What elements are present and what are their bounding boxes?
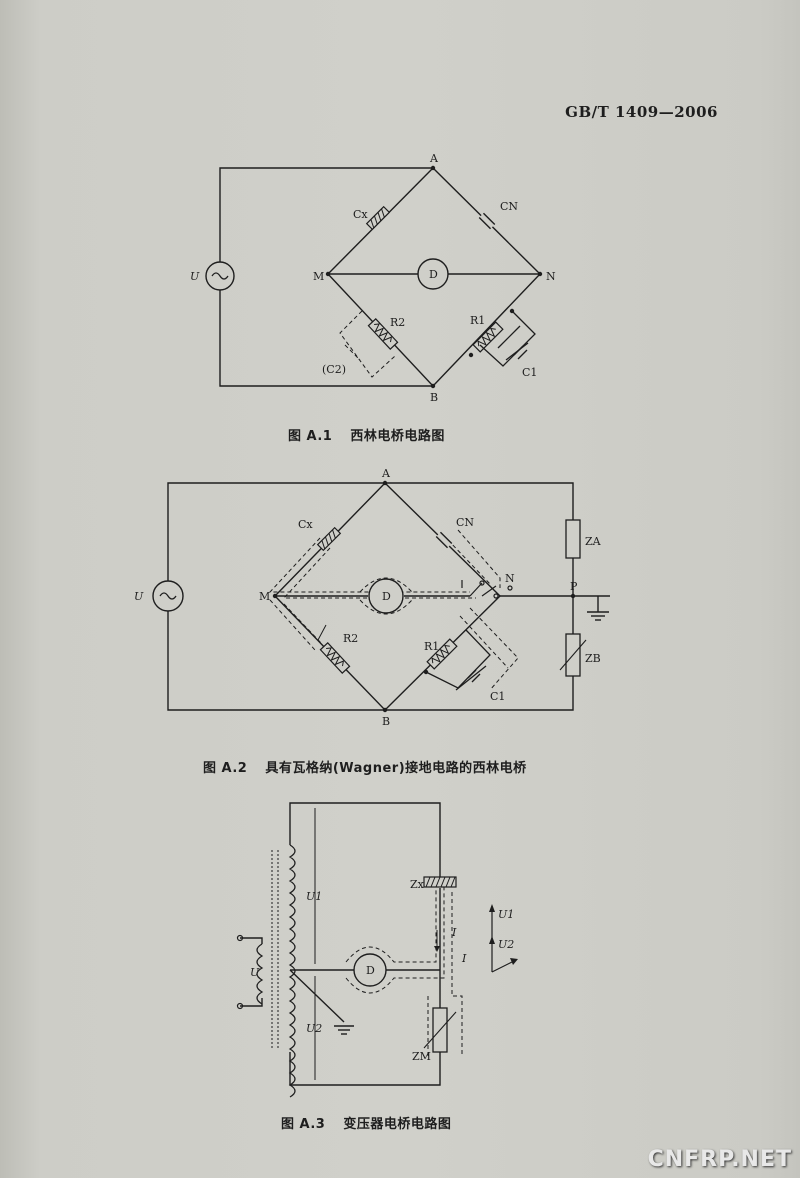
fig1-label-a: A [429,152,439,165]
fig3-label-zm: ZM [412,1050,431,1063]
cx-capacitor-icon [365,205,391,231]
fig2-label-cn: CN [456,516,474,529]
figure-a2-number: 图 A.2 [203,761,248,776]
fig2-label-za: ZA [585,535,602,548]
fig2-label-b: B [382,715,390,728]
r1-resistor-icon [472,321,504,353]
fig1-label-m: M [313,270,324,283]
fig2-label-u: U [134,590,144,603]
fig3-label-i: I [451,926,457,939]
r2-resistor-icon [319,642,351,674]
fig3-label-d: D [366,964,375,977]
fig3-phasor-u1: U1 [498,908,514,921]
figure-a1-number: 图 A.1 [288,429,333,444]
fig2-label-d: D [382,590,391,603]
fig1-label-c1: C1 [522,366,537,379]
detector-icon [417,258,449,290]
figure-a2-caption: 图 A.2 具有瓦格纳(Wagner)接地电路的西林电桥 [203,757,527,776]
fig1-label-cx: Cx [353,208,368,221]
fig3-label-u1: U1 [306,890,322,903]
figure-a3-caption: 图 A.3 变压器电桥电路图 [281,1113,451,1132]
cn-capacitor-icon [478,212,496,230]
figure-a1-title: 西林电桥电路图 [350,429,445,444]
secondary-coil-icon [288,844,296,1098]
fig2-label-r2: R2 [343,632,358,645]
fig3-label-zx: Zx [410,878,425,891]
fig1-label-b: B [430,391,438,404]
fig1-label-n: N [546,270,556,283]
fig1-label-u: U [190,270,200,283]
figure-a3-title: 变压器电桥电路图 [343,1117,452,1132]
figure-a1-caption: 图 A.1 西林电桥电路图 [288,425,445,444]
detector-icon [353,953,387,987]
cn-capacitor-icon [435,531,453,549]
site-watermark: CNFRP.NET [647,1147,792,1172]
fig2-label-cx: Cx [298,518,313,531]
fig2-label-p: P [570,580,578,593]
r1-resistor-icon [426,638,458,670]
fig2-label-c1: C1 [490,690,505,703]
fig2-label-r1: R1 [424,640,439,653]
fig3-phasor-u2: U2 [498,938,514,951]
standard-code: GB/T 1409—2006 [565,103,718,121]
r2-resistor-icon [367,318,399,350]
fig1-label-r2: R2 [390,316,405,329]
fig1-label-r1: R1 [470,314,485,327]
primary-coil-icon [256,943,264,1005]
za-impedance-icon [565,519,581,559]
figure-a2-title: 具有瓦格纳(Wagner)接地电路的西林电桥 [265,761,527,776]
fig2-label-m: M [259,590,270,603]
fig3-label-u2: U2 [306,1022,322,1035]
fig1-label-c2: (C2) [322,363,346,376]
fig3-label-u: U [250,966,260,979]
figure-a3-number: 图 A.3 [281,1117,326,1132]
cx-capacitor-icon [316,526,342,552]
fig2-label-zb: ZB [585,652,601,665]
fig1-label-d: D [429,268,438,281]
fig2-label-a: A [381,467,391,480]
detector-icon [368,578,404,614]
fig1-label-cn: CN [500,200,518,213]
fig2-label-n: N [505,572,515,585]
fig3-phasor-i: I [461,952,467,965]
switch-icon [461,580,513,599]
